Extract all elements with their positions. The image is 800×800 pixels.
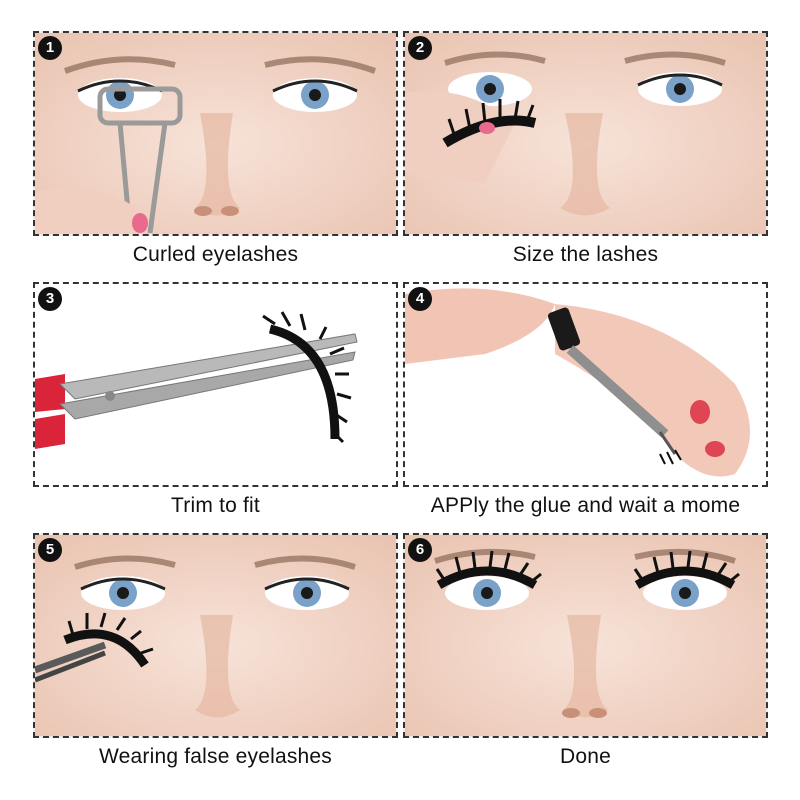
step-3-caption: Trim to fit	[171, 494, 260, 517]
face-closeup-illustration	[35, 33, 396, 234]
step-6-caption: Done	[559, 745, 611, 768]
step-6-panel: 6 Done	[403, 533, 768, 783]
glue-applicator-icon	[547, 307, 677, 455]
step-2-number-badge: 2	[408, 36, 432, 60]
false-lash-strip-icon	[442, 99, 537, 148]
face-closeup-illustration	[405, 535, 766, 736]
step-4-caption: APPly the glue and wait a mome	[430, 494, 741, 517]
step-4-panel: 4 APPly the glue and wait a mome	[403, 282, 768, 532]
step-1-caption: Curled eyelashes	[132, 243, 299, 266]
step-1-photo	[33, 31, 398, 236]
step-5-photo	[33, 533, 398, 738]
step-5-caption: Wearing false eyelashes	[98, 745, 332, 768]
step-1-panel: 1 Curled eyelashes	[33, 31, 398, 281]
step-5-number-badge: 5	[38, 538, 62, 562]
step-6-number-badge: 6	[408, 538, 432, 562]
false-lash-strip-icon	[262, 311, 352, 444]
false-lashes-applied-icon	[435, 550, 740, 589]
step-2-panel: 2 Size the lashes	[403, 31, 768, 281]
scissors-icon	[35, 333, 358, 449]
step-3-photo	[33, 282, 398, 487]
step-1-number-badge: 1	[38, 36, 62, 60]
step-3-number-badge: 3	[38, 287, 62, 311]
step-4-number-badge: 4	[408, 287, 432, 311]
step-4-photo	[403, 282, 768, 487]
step-2-photo	[403, 31, 768, 236]
face-closeup-illustration	[35, 535, 396, 736]
scissors-trimming-illustration	[35, 284, 396, 485]
step-5-panel: 5 Wearing false eyelashes	[33, 533, 398, 783]
tweezers-icon	[35, 641, 107, 683]
step-2-caption: Size the lashes	[512, 243, 659, 266]
false-lash-strip-icon	[63, 612, 154, 668]
glue-applicator-illustration	[405, 284, 766, 485]
eyelash-curler-icon	[97, 86, 183, 126]
face-closeup-illustration	[405, 33, 766, 234]
step-6-photo	[403, 533, 768, 738]
step-3-panel: 3 Trim to fit	[33, 282, 398, 532]
